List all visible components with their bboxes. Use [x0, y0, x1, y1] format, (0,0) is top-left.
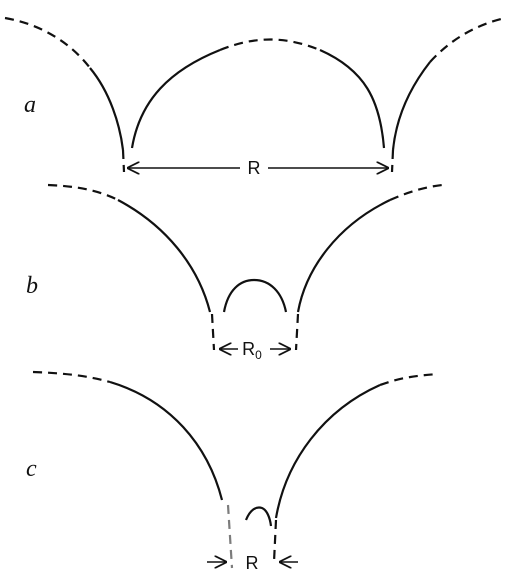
panel-a-right-curve [391, 61, 431, 151]
panel-b-right-wall-dashed [294, 313, 300, 351]
panel-c: c R [26, 370, 439, 573]
panel-c-left-curve-dashed [32, 370, 111, 384]
panel-a-hump-dashed [219, 38, 321, 52]
panel-b-distance-label: R0 [242, 339, 262, 362]
panel-c-right-wall-dashed [272, 519, 278, 563]
panel-a-right-curve-dashed [429, 16, 506, 63]
panel-c-right-curve [274, 383, 381, 519]
panel-b: b R0 [26, 183, 443, 362]
panel-a-right-wall-dashed [390, 149, 395, 173]
panel-c-right-curve-dashed [379, 372, 439, 387]
panel-b-label: b [26, 273, 38, 299]
panel-b-left-wall-dashed [210, 313, 216, 351]
panel-a-left-curve-dashed [4, 16, 91, 69]
panel-a-hump-right [319, 48, 386, 149]
panel-c-distance-label: R [246, 553, 259, 573]
panel-b-left-curve [117, 199, 212, 313]
panel-c-left-wall-dashed [226, 504, 234, 569]
panel-b-right-curve [296, 199, 391, 313]
panel-b-left-curve-dashed [47, 183, 119, 201]
panel-b-right-curve-dashed [389, 183, 443, 202]
panel-a: a R [4, 16, 506, 178]
panel-c-inner-hump [244, 506, 273, 527]
panel-b-inner-hump [222, 278, 288, 313]
panel-a-label: a [24, 92, 36, 118]
panel-a-distance-label: R [248, 158, 261, 178]
panel-a-hump-left [130, 48, 221, 149]
panel-c-label: c [26, 456, 37, 482]
panel-c-left-curve [109, 380, 224, 501]
panel-a-left-wall-dashed [121, 149, 126, 173]
panel-a-left-curve [89, 67, 125, 151]
